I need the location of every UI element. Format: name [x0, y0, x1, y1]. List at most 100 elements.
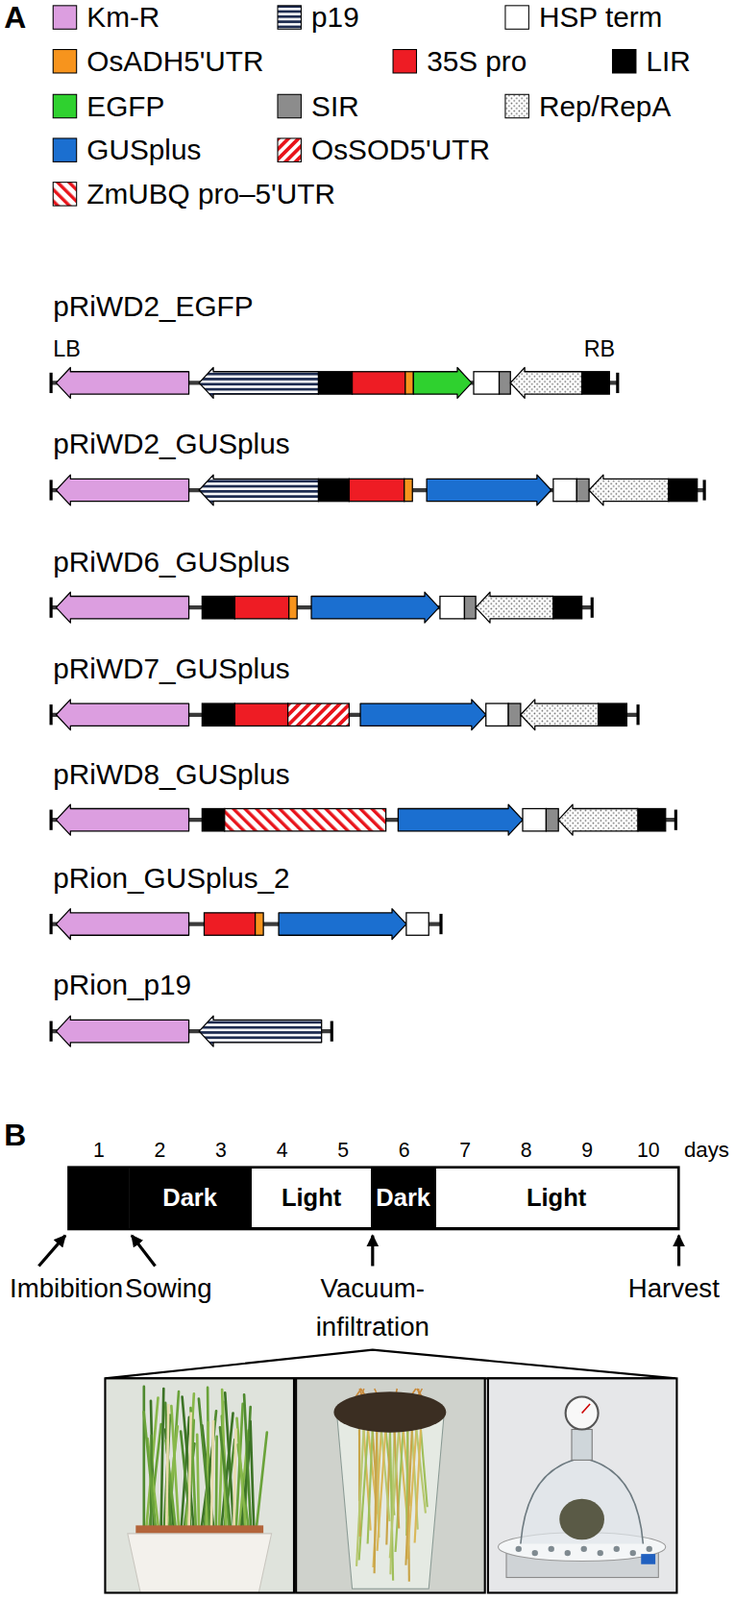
photo-frame — [488, 1377, 678, 1593]
plate-hole — [532, 1549, 539, 1556]
legend-label: Rep/RepA — [539, 92, 671, 122]
hsp-terminator — [440, 596, 466, 619]
seedling-pot-photo — [104, 1377, 294, 1593]
hsp-terminator — [522, 808, 546, 832]
legend-label: LIR — [646, 47, 691, 76]
rep-arrow — [588, 474, 669, 506]
osadh-utr — [405, 371, 415, 394]
pressure-gauge — [565, 1396, 599, 1430]
step-label: Vacuum- infiltration — [308, 1269, 437, 1348]
lir-element — [201, 596, 235, 619]
seedling — [367, 1429, 373, 1544]
legend-swatch — [505, 5, 529, 29]
timeline-segment: Light — [249, 1166, 373, 1229]
lir-element — [553, 596, 583, 619]
timeline-pointer-arrow — [38, 1235, 66, 1267]
day-number: 1 — [93, 1140, 105, 1161]
legend-label: SIR — [311, 92, 360, 122]
figure-layer — [38, 5, 705, 1595]
legend-swatch — [277, 94, 301, 118]
sir-element — [499, 371, 512, 394]
legend-swatch — [52, 49, 76, 74]
wheat-leaf — [142, 1386, 146, 1532]
vacuum-desiccator-photo — [488, 1377, 678, 1593]
hsp-terminator — [473, 371, 500, 394]
border-tick — [49, 704, 53, 725]
timeline-pointer-arrow — [370, 1235, 374, 1267]
35s-promoter — [204, 912, 256, 935]
day-one-dark-segment — [68, 1166, 130, 1229]
plastic-cup — [337, 1414, 445, 1590]
border-tick — [330, 1021, 334, 1042]
seedling — [390, 1429, 399, 1559]
construct-name: pRiWD7_GUSplus — [52, 654, 290, 684]
plate-hole — [564, 1549, 571, 1556]
km-r-arrow — [55, 1015, 189, 1047]
km-r-arrow — [55, 699, 189, 731]
timeline-segment: Dark — [372, 1166, 435, 1229]
zoom-wedge — [104, 1349, 676, 1379]
lir-element — [637, 808, 666, 832]
construct-name: pRion_p19 — [52, 970, 192, 1000]
photo-background — [488, 1377, 678, 1593]
panel-letter: B — [3, 1120, 26, 1152]
legend-swatch — [392, 49, 417, 74]
wheat-leaf — [244, 1394, 251, 1531]
support-stick — [211, 1420, 214, 1532]
lir-element — [598, 703, 628, 726]
border-tick — [49, 479, 53, 500]
gusplus-arrow — [311, 591, 440, 623]
legend-swatch — [52, 182, 76, 206]
support-stick — [233, 1427, 236, 1531]
osadh-utr — [404, 478, 414, 501]
km-r-arrow — [55, 908, 189, 940]
rep-arrow — [558, 804, 638, 835]
construct-name: pRion_GUSplus_2 — [52, 863, 290, 893]
day-number: 5 — [337, 1140, 349, 1161]
35s-promoter — [348, 478, 404, 501]
legend-label: GUSplus — [86, 135, 201, 165]
border-tick — [49, 372, 53, 393]
border-tick — [49, 597, 53, 618]
photo-background — [295, 1377, 486, 1593]
step-label: Sowing — [124, 1274, 213, 1302]
osadh-utr — [289, 596, 298, 619]
legend-swatch — [612, 49, 637, 74]
legend-swatch — [277, 5, 301, 29]
lir-element — [318, 371, 353, 394]
support-stick — [166, 1403, 169, 1532]
gusplus-arrow — [426, 474, 552, 506]
plate-hole — [597, 1549, 604, 1556]
legend-swatch — [52, 5, 76, 29]
gusplus-arrow — [278, 908, 407, 940]
day-number: 8 — [520, 1140, 533, 1161]
dome-neck — [571, 1429, 592, 1461]
km-r-arrow — [55, 474, 189, 506]
rep-arrow — [510, 367, 582, 399]
gauge-needle — [582, 1403, 591, 1414]
support-stick — [189, 1411, 192, 1531]
day-number: 9 — [581, 1140, 593, 1161]
border-tick — [49, 809, 53, 831]
35s-promoter — [234, 596, 289, 619]
plate-hole — [646, 1545, 653, 1552]
p19-arrow — [198, 367, 319, 399]
wheat-leaf — [161, 1388, 165, 1532]
plate-hole — [548, 1545, 555, 1552]
zmubq-promoter — [224, 808, 387, 832]
border-tick — [590, 597, 594, 618]
35s-promoter — [352, 371, 406, 394]
border-tick — [49, 1021, 53, 1042]
segment-label: Dark — [162, 1185, 218, 1211]
km-r-arrow — [55, 804, 189, 835]
day-number: 7 — [459, 1140, 471, 1161]
lir-element — [201, 808, 224, 832]
hsp-terminator — [553, 478, 577, 501]
plate-hole — [630, 1549, 637, 1556]
legend-label: Km-R — [86, 2, 160, 32]
seedling — [356, 1429, 364, 1567]
plant-sample — [559, 1498, 605, 1541]
border-tick — [703, 479, 707, 500]
hsp-terminator — [486, 703, 509, 726]
timeline-segment: Dark — [129, 1166, 250, 1229]
